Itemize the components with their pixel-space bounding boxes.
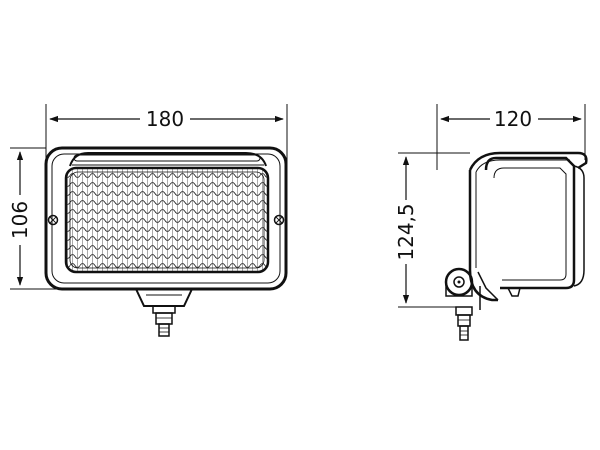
side-housing	[468, 151, 588, 310]
front-lens	[64, 166, 270, 274]
side-height-label: 124,5	[394, 203, 418, 260]
front-width-label: 180	[146, 107, 184, 131]
front-mount-bolt	[135, 288, 193, 337]
side-depth-dimension: 120	[436, 104, 586, 170]
front-view: 180 106	[6, 104, 288, 337]
side-pivot-knob-icon	[444, 267, 474, 297]
front-housing	[44, 146, 288, 291]
front-height-label: 106	[8, 201, 32, 239]
right-screw-icon	[273, 214, 285, 226]
front-height-dimension: 106	[6, 147, 60, 290]
side-height-dimension: 124,5	[392, 152, 470, 308]
front-width-dimension: 180	[45, 104, 288, 190]
side-view: 120 124,5	[392, 104, 588, 341]
left-screw-icon	[47, 214, 59, 226]
side-depth-label: 120	[494, 107, 532, 131]
side-mount-bolt	[455, 306, 473, 341]
